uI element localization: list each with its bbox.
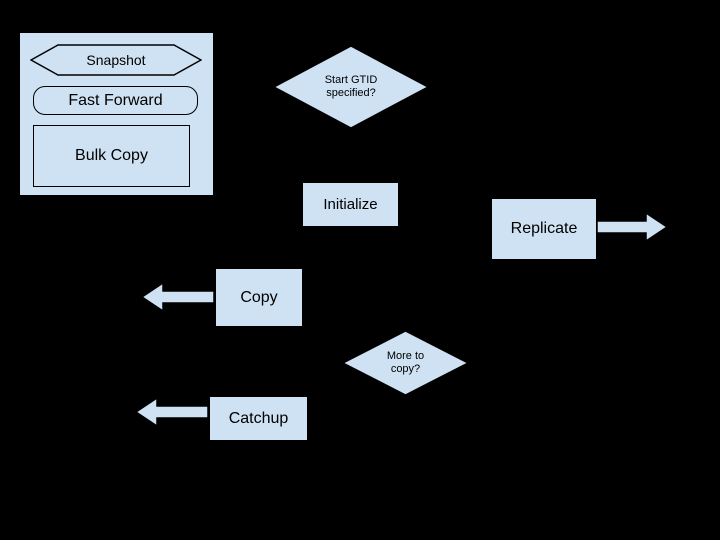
legend-snapshot-label: Snapshot (86, 52, 146, 68)
decision-more-to-copy-line2: copy? (390, 363, 421, 375)
node-copy-label: Copy (240, 288, 278, 306)
node-replicate: Replicate (491, 198, 597, 260)
diamond-shape-icon (273, 45, 429, 129)
decision-start-gtid: Start GTID specified? (273, 45, 429, 129)
legend-box: Snapshot Fast Forward Bulk Copy (20, 33, 213, 195)
legend-bulk-copy-shape: Bulk Copy (33, 125, 190, 187)
node-initialize-label: Initialize (323, 196, 378, 213)
legend-fast-forward-shape: Fast Forward (33, 86, 198, 115)
decision-start-gtid-line2: specified? (326, 87, 376, 99)
node-copy: Copy (215, 268, 303, 327)
hexagon-shape-icon (30, 44, 202, 76)
copy-arrow-left-icon (141, 282, 215, 312)
node-replicate-label: Replicate (510, 220, 578, 237)
node-initialize: Initialize (302, 182, 399, 227)
decision-start-gtid-line1: Start GTID (324, 74, 378, 86)
node-catchup: Catchup (209, 396, 308, 441)
legend-bulk-copy-label: Bulk Copy (75, 147, 148, 164)
diamond-shape-icon (342, 330, 469, 396)
legend-snapshot-hexagon: Snapshot (30, 44, 202, 76)
catchup-arrow-left-icon (135, 397, 209, 427)
decision-more-to-copy: More to copy? (342, 330, 469, 396)
legend-fast-forward-label: Fast Forward (68, 91, 163, 109)
node-catchup-label: Catchup (228, 409, 289, 427)
decision-more-to-copy-line1: More to (386, 350, 425, 362)
replicate-arrow-right-icon (596, 212, 668, 242)
